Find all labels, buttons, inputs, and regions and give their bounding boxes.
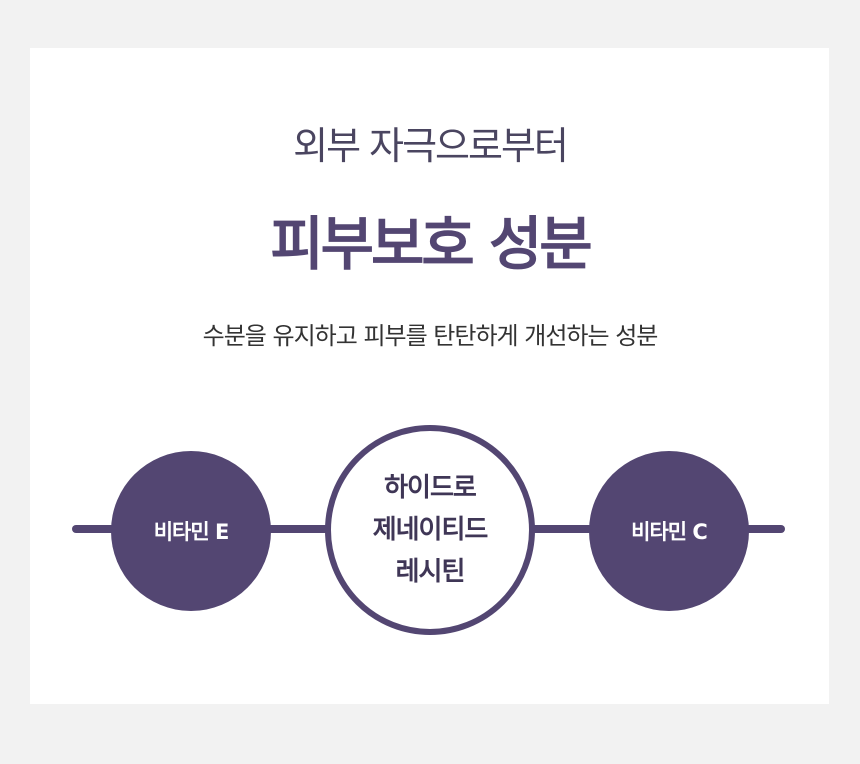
- ingredient-vitamin-c: 비타민 C: [589, 451, 749, 611]
- ingredient-label-line: 레시틴: [395, 557, 466, 587]
- ingredient-vitamin-e: 비타민 E: [111, 451, 271, 611]
- ingredient-label: 비타민 E: [153, 520, 230, 544]
- page-title: 피부보호 성분: [270, 210, 592, 278]
- subtitle: 외부 자극으로부터: [293, 124, 569, 168]
- ingredient-label-group: 하이드로 제네이티드 레시틴: [372, 467, 489, 593]
- ingredient-label: 비타민 C: [631, 520, 708, 544]
- ingredient-label-line: 제네이티드: [372, 515, 489, 545]
- ingredient-label-line: 하이드로: [384, 473, 477, 503]
- ingredient-hydrogenated-lecithin: 하이드로 제네이티드 레시틴: [325, 425, 535, 635]
- description: 수분을 유지하고 피부를 탄탄하게 개선하는 성분: [202, 322, 659, 350]
